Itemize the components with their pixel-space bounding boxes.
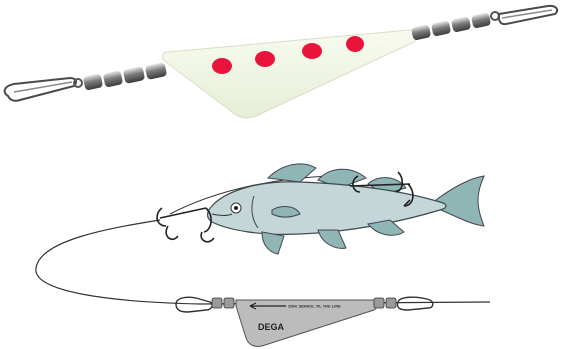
front-treble-hook	[157, 208, 214, 242]
direction-label: ZINK SIDNIOL TIL THE LINE	[288, 304, 341, 309]
cod-fish	[208, 164, 485, 254]
rig-left-swivel	[212, 298, 234, 308]
rig-left-snap	[176, 297, 212, 312]
brand-label: DEGA	[258, 322, 285, 332]
rig-right-snap	[397, 297, 432, 310]
grey-triangle-lure: ZINK SIDNIOL TIL THE LINE DEGA	[236, 300, 378, 347]
